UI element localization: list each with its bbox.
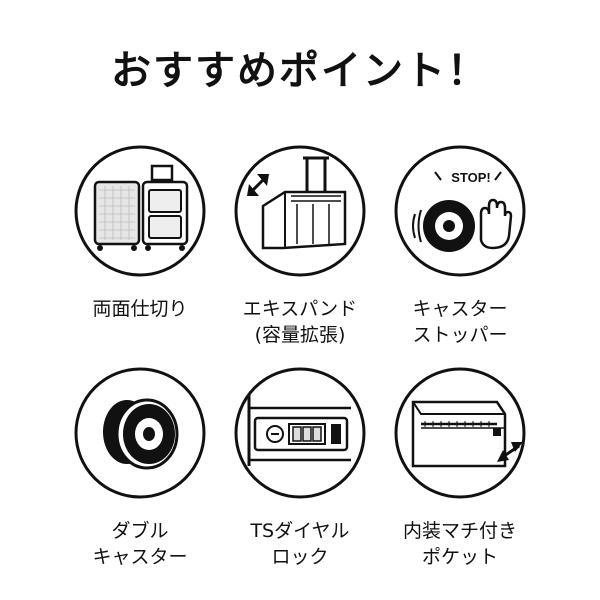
feature-label: 両面仕切り [92,298,188,320]
feature-label: ダブル キャスター [92,520,188,568]
feature-label: TSダイヤル ロック [250,520,350,568]
suitcase-split-icon [74,145,206,277]
expand-suitcase-icon [234,145,366,277]
double-caster-icon [74,367,206,499]
ts-lock-icon [234,367,366,499]
stop-badge: STOP! [451,170,491,185]
inner-pocket-icon [394,367,526,499]
feature-label: エキスパンド (容量拡張) [242,298,358,346]
feature-label: 内装マチ付き ポケット [402,520,517,568]
feature-label: キャスター ストッパー [412,298,508,346]
page-title: おすすめポイント！ [111,47,489,94]
stop-caster-icon: STOP! [394,145,526,277]
